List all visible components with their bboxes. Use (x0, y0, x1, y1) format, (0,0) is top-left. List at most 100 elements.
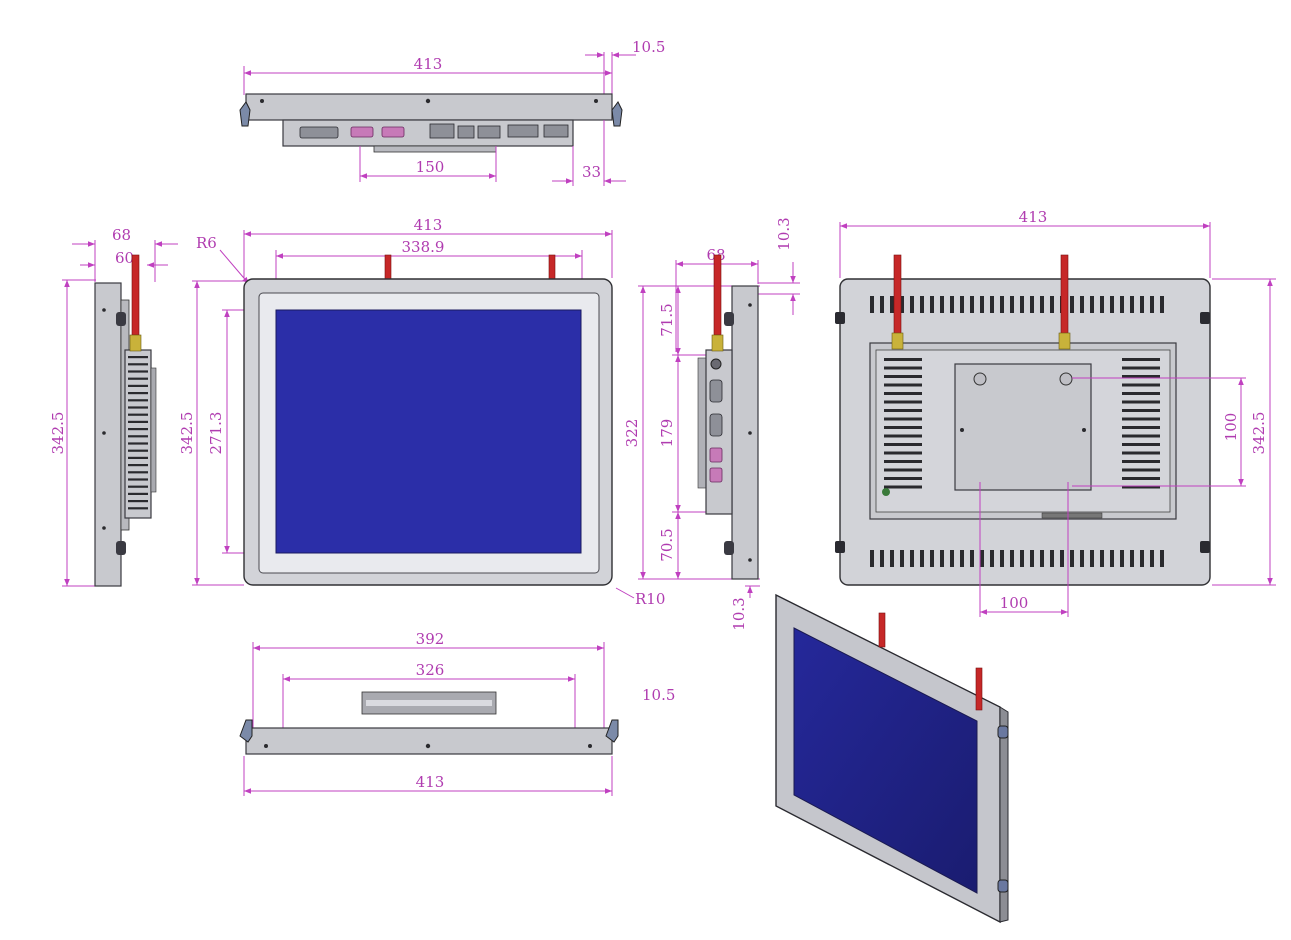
front-width-label: 413 (414, 216, 443, 234)
vent-slot (880, 296, 884, 313)
vent-slot (1030, 296, 1034, 313)
vent-slot (884, 477, 922, 480)
vent-slot (920, 550, 924, 567)
vent-slot (1122, 443, 1160, 446)
vent-slot (884, 443, 922, 446)
heatsink-fin (128, 500, 148, 503)
vent-slot (870, 550, 874, 567)
vent-slot (1130, 550, 1134, 567)
top-bezel (245, 93, 613, 121)
vent-slot (980, 296, 984, 313)
vent-slot (1020, 550, 1024, 567)
vent-slot (1080, 550, 1084, 567)
vent-slot (1122, 383, 1160, 387)
side-antenna (131, 254, 140, 336)
vent-slot (1122, 417, 1160, 421)
vent-slot (1122, 375, 1160, 378)
vent-slot (880, 550, 884, 567)
perspective-view (775, 593, 1009, 924)
vent-slot (884, 426, 922, 429)
front-screen (275, 309, 582, 554)
vent-slot (1140, 296, 1144, 313)
vent-slot (1070, 550, 1074, 567)
side-body-depth-label: 60 (115, 249, 134, 267)
vent-slot (960, 550, 964, 567)
heatsink-fin (128, 435, 148, 438)
vent-slot (884, 417, 922, 421)
bottom-bracket-label: 326 (416, 661, 445, 679)
vent-slot (1160, 550, 1164, 567)
front-height-label: 342.5 (178, 412, 196, 455)
vent-slot (1160, 296, 1164, 313)
vent-slot (884, 409, 922, 412)
vent-slot (1020, 296, 1024, 313)
front-view: 413 338.9 R6 342.5 271.3 R10 (178, 216, 665, 608)
vent-slot (950, 296, 954, 313)
heatsink-fin (128, 363, 148, 366)
top-depth-label: 33 (582, 163, 601, 181)
heatsink-fin (128, 377, 148, 380)
heatsink-fin (128, 392, 148, 395)
vent-slot (1110, 550, 1114, 567)
vent-slot (870, 296, 874, 313)
vent-slot (970, 296, 974, 313)
vent-slot (884, 460, 922, 463)
perspective-screen (793, 627, 978, 894)
top-margin-label: 10.5 (632, 38, 665, 56)
side-bezel (94, 282, 122, 587)
vent-slot (1122, 477, 1160, 480)
vent-slot (884, 468, 922, 472)
vent-slot (1122, 460, 1160, 463)
top-width-label: 413 (414, 55, 443, 73)
front-outer-radius-label: R10 (635, 590, 665, 608)
right-side-view: 68 10.3 71.5 179 70.5 322 10.3 (623, 217, 800, 631)
heatsink-fin (128, 449, 148, 452)
back-antenna-left (893, 254, 902, 336)
vent-slot (1070, 296, 1074, 313)
vent-slot (940, 296, 944, 313)
vent-slot (1050, 550, 1054, 567)
vent-slot (1100, 296, 1104, 313)
vent-slot (1050, 296, 1054, 313)
heatsink-fin (128, 384, 148, 387)
right-offset-bottom-label: 70.5 (658, 528, 676, 561)
vent-slot (1090, 296, 1094, 313)
vent-slot (1122, 468, 1160, 472)
vent-slot (990, 296, 994, 313)
bottom-margin-label: 10.5 (642, 686, 675, 704)
vent-slot (980, 550, 984, 567)
right-mid-label: 179 (658, 419, 676, 448)
right-margin-bottom-label: 10.3 (730, 597, 748, 630)
vent-slot (884, 400, 922, 404)
heatsink-fin (128, 464, 148, 467)
vent-slot (1122, 434, 1160, 438)
vent-slot (1040, 296, 1044, 313)
bottom-inner-label: 392 (416, 630, 445, 648)
vent-slot (884, 485, 922, 489)
top-bracket-label: 150 (416, 158, 445, 176)
back-view: 413 100 100 342.5 (835, 208, 1276, 617)
vent-slot (940, 550, 944, 567)
vent-slot (920, 296, 924, 313)
front-antenna-right (548, 254, 556, 282)
vent-slot (930, 550, 934, 567)
right-bezel (731, 285, 759, 580)
front-corner-radius-label: R6 (196, 234, 217, 252)
front-inner-width-label: 338.9 (402, 238, 445, 256)
back-height-label: 342.5 (1250, 412, 1268, 455)
right-offset-top-label: 71.5 (658, 303, 676, 336)
heatsink-fin (128, 478, 148, 481)
heatsink-fin (128, 370, 148, 373)
back-antenna-right (1060, 254, 1069, 336)
vent-slot (1100, 550, 1104, 567)
vent-slot (950, 550, 954, 567)
heatsink-fin (128, 492, 148, 495)
vent-slot (1010, 550, 1014, 567)
vent-slot (1090, 550, 1094, 567)
vent-slot (1122, 409, 1160, 412)
vent-slot (1122, 392, 1160, 395)
vent-slot (1010, 296, 1014, 313)
bottom-width-label: 413 (416, 773, 445, 791)
heatsink-fin (128, 507, 148, 510)
